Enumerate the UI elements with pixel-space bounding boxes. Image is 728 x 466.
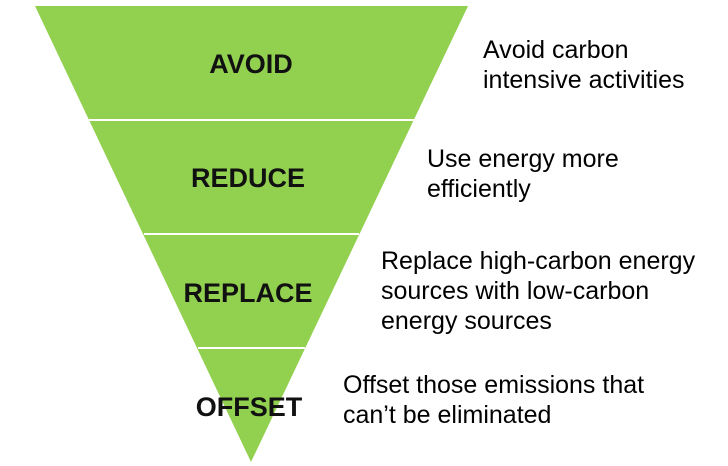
tier-label-offset: OFFSET — [196, 392, 303, 422]
description-line: can’t be eliminated — [343, 401, 552, 429]
tier-description-offset: Offset those emissions that can’t be eli… — [343, 370, 644, 430]
description-line: intensive activities — [483, 66, 685, 94]
tier-label-avoid: AVOID — [209, 49, 293, 79]
description-line: Use energy more — [427, 145, 619, 173]
tier-label-reduce: REDUCE — [191, 163, 305, 193]
tier-description-avoid: Avoid carbon intensive activities — [483, 35, 684, 95]
description-line: efficiently — [427, 175, 531, 203]
description-line: Avoid carbon — [483, 36, 629, 64]
tier-description-reduce: Use energy more efficiently — [427, 144, 619, 204]
tier-description-replace: Replace high-carbon energy sources with … — [381, 246, 695, 336]
description-line: Offset those emissions that — [343, 371, 645, 399]
description-line: energy sources — [381, 307, 552, 335]
description-line: Replace high-carbon energy — [381, 247, 696, 275]
tier-label-replace: REPLACE — [183, 278, 312, 308]
description-line: sources with low-carbon — [381, 277, 650, 305]
